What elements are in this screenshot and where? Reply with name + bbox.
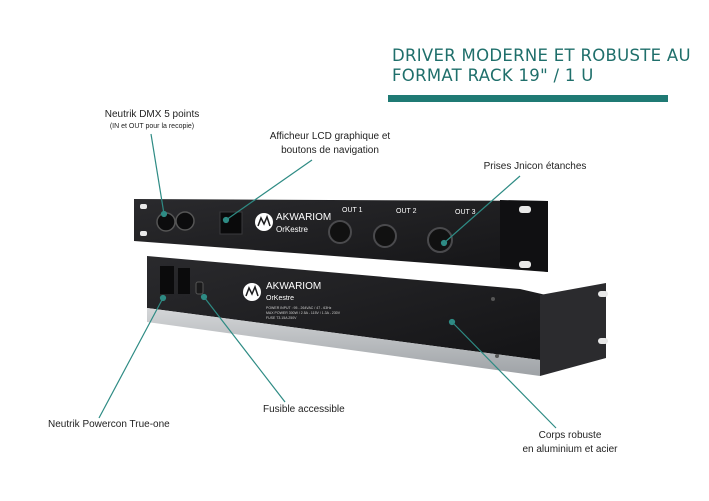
callout-dmx: Neutrik DMX 5 points (IN et OUT pour la … [72, 108, 232, 132]
brand-logo-icon [255, 213, 273, 231]
rear-top-panel [147, 256, 546, 360]
rear-brand-logo-icon [243, 283, 261, 301]
callout-line-body [451, 321, 557, 429]
callout-line-fuse [203, 296, 286, 403]
front-brand-text: AKWARIOM [276, 212, 331, 223]
callout-powercon: Neutrik Powercon True-one [48, 418, 198, 432]
out-3-label: OUT 3 [455, 209, 476, 216]
rack-ear-side [540, 283, 606, 376]
front-product-text: OrKestre [276, 225, 309, 234]
callout-dmx-note: (IN et OUT pour la recopie) [109, 123, 195, 130]
callout-dmx-title: Neutrik DMX 5 points [104, 109, 200, 120]
rack-ear-right [500, 200, 548, 272]
callout-dot [160, 210, 168, 218]
callout-fuse-line-1: Fusible accessible [263, 404, 345, 415]
callout-jnicon: Prises Jnicon étanches [470, 160, 600, 174]
callout-fuse: Fusible accessible [263, 403, 383, 417]
fuse-holder [195, 281, 204, 295]
callout-lcd-line-1: Afficheur LCD graphique et [269, 131, 391, 142]
lcd-display [219, 211, 243, 235]
callout-body-line-1: Corps robuste [538, 430, 602, 441]
callout-lcd-line-2: boutons de navigation [281, 145, 379, 156]
rack-ear-slot [140, 231, 147, 236]
rack-ear-slot [598, 291, 608, 297]
callout-line-dmx [150, 133, 165, 215]
callout-line-lcd [225, 159, 313, 221]
callout-line-powercon [98, 297, 164, 419]
powercon-connector-out [178, 268, 190, 294]
title-line-1: DRIVER MODERNE ET ROBUSTE AU [392, 46, 691, 65]
rear-spec-line-3: FUSE T3.15A 250V [266, 316, 297, 320]
out-1-label: OUT 1 [342, 207, 363, 214]
rear-spec-line-2: MAX POWER 300W / 2.5A - 115V / 1.3A - 23… [266, 311, 341, 315]
callout-line-jnicon [443, 175, 521, 244]
rack-unit-rear [147, 256, 608, 376]
rear-spec-line-1: POWER INPUT : 95 - 264VAC / 47 - 63Hz [266, 306, 332, 310]
out-2-label: OUT 2 [396, 208, 417, 215]
rack-ear-slot [519, 206, 531, 213]
jnicon-out-2 [373, 224, 397, 248]
callout-dot [448, 318, 456, 326]
title-line-2: FORMAT RACK 19" / 1 U [392, 66, 594, 85]
title-underline-bar [388, 95, 668, 102]
page-title: DRIVER MODERNE ET ROBUSTE AU FORMAT RACK… [392, 46, 691, 86]
callout-jnicon-line-1: Prises Jnicon étanches [483, 161, 587, 172]
callout-dot [440, 239, 448, 247]
rack-ear-slot [598, 338, 608, 344]
powercon-connector [160, 266, 174, 294]
callout-lines [98, 133, 557, 429]
jnicon-out-1 [328, 220, 352, 244]
rack-ear-slot [519, 261, 531, 268]
rack-unit-front [134, 199, 548, 272]
jnicon-out-3 [427, 227, 453, 253]
callout-powercon-line-1: Neutrik Powercon True-one [48, 419, 170, 430]
callout-lcd: Afficheur LCD graphique et boutons de na… [245, 130, 415, 158]
callout-dot [222, 216, 230, 224]
rear-brand-text: AKWARIOM [266, 281, 321, 292]
rack-ear-slot [140, 204, 147, 209]
callout-dot [200, 293, 208, 301]
callout-body: Corps robuste en aluminium et acier [510, 429, 630, 457]
aluminium-side [147, 308, 540, 376]
dmx-connector-out [175, 211, 195, 231]
rear-product-text: OrKestre [266, 295, 294, 302]
callout-dot [159, 294, 167, 302]
callout-body-line-2: en aluminium et acier [522, 444, 618, 455]
